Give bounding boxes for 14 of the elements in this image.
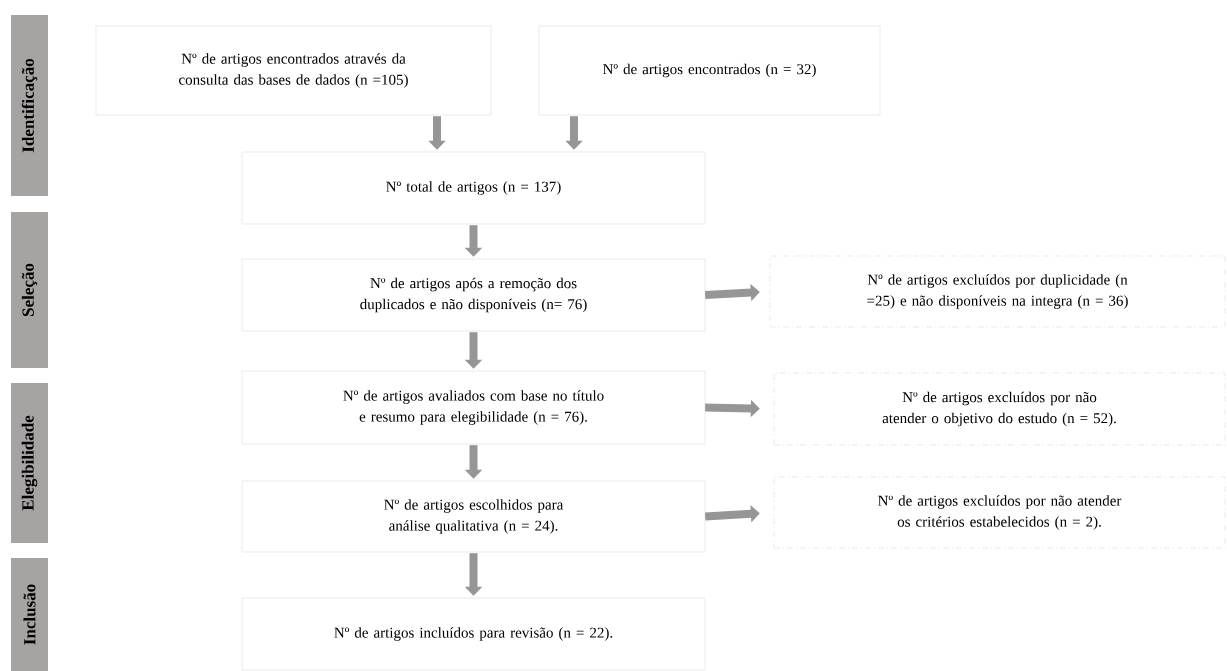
- process-box: Nº de artigos após a remoção dos duplicados e não disponíveis (n= 76): [241, 258, 706, 332]
- exclusion-box: Nº de artigos excluídos por duplicidade (n =25) e não disponíveis na integra (n = 36): [769, 255, 1226, 328]
- stage-band: Seleção: [11, 212, 48, 368]
- process-box: Nº total de artigos (n = 137): [241, 151, 706, 225]
- stage-band: Elegibilidade: [11, 383, 48, 543]
- process-box: Nº de artigos encontrados através da consulta das bases de dados (n =105): [95, 25, 492, 116]
- stage-band: Inclusão: [11, 558, 48, 671]
- exclusion-box: Nº de artigos excluídos por não atender o objetivo do estudo (n = 52).: [773, 372, 1226, 446]
- stage-band: Identificação: [11, 15, 48, 196]
- process-box: Nº de artigos encontrados (n = 32): [538, 25, 881, 116]
- process-box: Nº de artigos escolhidos para análise qualitativa (n = 24).: [241, 480, 706, 553]
- exclusion-box: Nº de artigos excluídos por não atender os critérios estabelecidos (n = 2).: [773, 476, 1226, 549]
- process-box: Nº de artigos avaliados com base no título e resumo para elegibilidade (n = 76).: [241, 370, 706, 445]
- process-box: Nº de artigos incluídos para revisão (n = 22).: [241, 597, 706, 671]
